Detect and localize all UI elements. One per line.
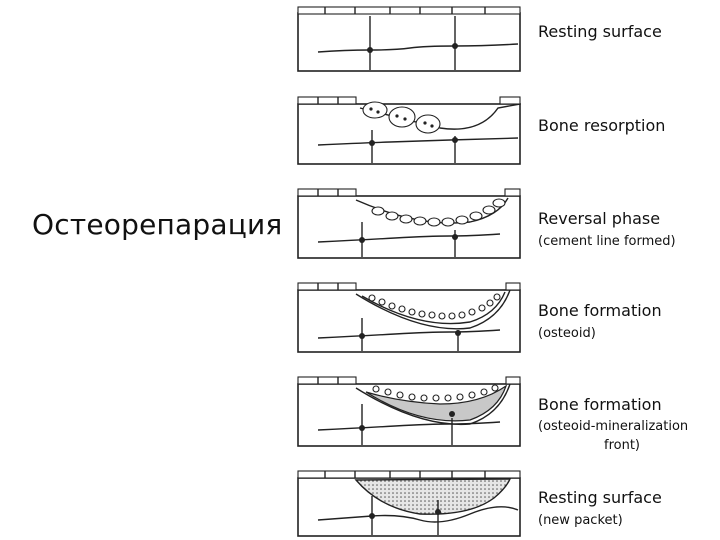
panel-bone-resorption [297, 96, 521, 165]
stage-5-label: Bone formation [538, 395, 662, 414]
stage-3-label: Reversal phase [538, 209, 660, 228]
lining-cells [297, 188, 521, 197]
lining-cells [297, 282, 521, 291]
stage-6-label: Resting surface [538, 488, 662, 507]
stage-4-label: Bone formation [538, 301, 662, 320]
panel-bone-formation-mineralization [297, 376, 521, 447]
lining-cells [297, 376, 521, 385]
panel-bone-formation-osteoid [297, 282, 521, 353]
osteoblasts [368, 293, 501, 320]
stage-5-sublabel-2: front) [604, 438, 640, 453]
osteocyte-network [317, 222, 501, 257]
slide-title: Остеорепарация [32, 208, 283, 241]
stage-5-sublabel: (osteoid-mineralization [538, 419, 688, 434]
osteoclasts [362, 101, 441, 134]
stage-4-sublabel: (osteoid) [538, 326, 596, 341]
stage-2-label: Bone resorption [538, 116, 665, 135]
osteocyte-network [317, 130, 519, 163]
osteoblasts [372, 384, 499, 402]
reversal-cells [371, 198, 506, 227]
panel-reversal-phase [297, 188, 521, 259]
panel-resting-surface [297, 6, 521, 72]
stage-1-label: Resting surface [538, 22, 662, 41]
osteocyte-network [317, 318, 501, 351]
stage-3-sublabel: (cement line formed) [538, 234, 676, 249]
lining-cells [297, 470, 521, 479]
stage-6-sublabel: (new packet) [538, 513, 623, 528]
lining-cells [297, 6, 521, 15]
panel-resting-new-packet [297, 470, 521, 537]
osteocyte-network [317, 496, 519, 535]
osteocyte-network [317, 404, 501, 445]
lining-cells [297, 96, 521, 105]
osteocyte-network [317, 16, 519, 70]
